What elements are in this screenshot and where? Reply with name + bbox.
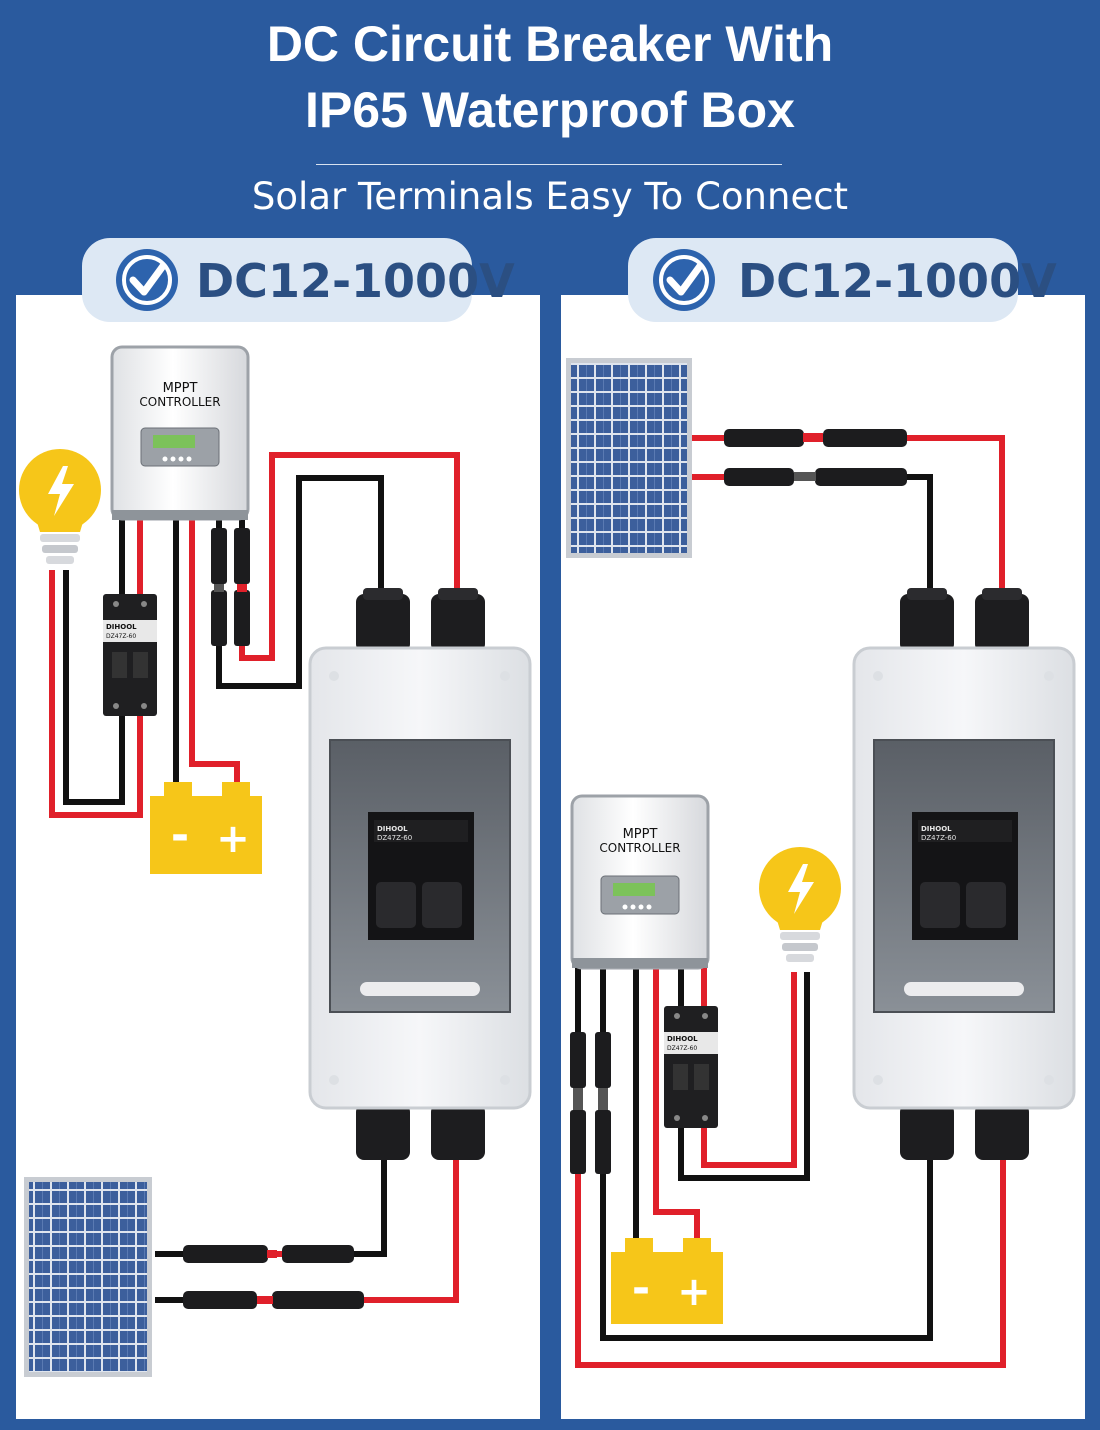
- controller-label: MPPT: [623, 827, 658, 842]
- cable-gland: [900, 588, 1029, 1160]
- voltage-badge-label: DC12-1000V: [196, 254, 515, 308]
- breaker-brand: DIHOOL: [106, 623, 137, 631]
- solar-panel-icon: [566, 358, 692, 558]
- battery-icon: - +: [150, 782, 262, 874]
- mc4-connector-set-right-top: [724, 429, 907, 486]
- controller-label: CONTROLLER: [599, 841, 680, 855]
- breaker-brand: DIHOOL: [377, 825, 408, 833]
- voltage-badge-label: DC12-1000V: [738, 254, 1057, 308]
- title-line-1: DC Circuit Breaker With: [266, 16, 834, 72]
- mc4-connector-set-left-vertical: [211, 528, 250, 646]
- controller-label: MPPT: [163, 381, 198, 396]
- small-breaker-left: DIHOOL DZ47Z-60: [103, 594, 157, 716]
- battery-plus-label: +: [677, 1269, 711, 1315]
- mc4-connector-set-right-vertical: [570, 1032, 611, 1174]
- voltage-badge-left: DC12-1000V: [82, 238, 515, 322]
- breaker-model: DZ47Z-60: [921, 834, 956, 842]
- lightbulb-icon: [19, 449, 101, 564]
- small-breaker-right: DIHOOL DZ47Z-60: [664, 1006, 718, 1128]
- solar-panel-icon: [24, 1177, 152, 1377]
- mppt-controller-left: MPPT CONTROLLER: [110, 345, 250, 521]
- battery-icon: - +: [611, 1238, 723, 1324]
- battery-plus-label: +: [216, 816, 250, 862]
- cable-gland: [356, 588, 485, 1160]
- battery-minus-label: -: [171, 810, 189, 861]
- breaker-model: DZ47Z-60: [106, 633, 136, 640]
- title-line-2: IP65 Waterproof Box: [305, 82, 795, 138]
- lightning-icon: [788, 864, 814, 914]
- voltage-badge-right: DC12-1000V: [628, 238, 1057, 322]
- breaker-brand: DIHOOL: [667, 1035, 698, 1043]
- lightbulb-icon: [759, 847, 841, 962]
- title-divider: [316, 164, 782, 165]
- subtitle: Solar Terminals Easy To Connect: [251, 175, 849, 218]
- breaker-model: DZ47Z-60: [667, 1045, 697, 1052]
- mppt-controller-right: MPPT CONTROLLER: [570, 794, 710, 970]
- check-circle-icon: [116, 249, 178, 311]
- waterproof-box-left: DIHOOL DZ47Z-60: [308, 588, 532, 1160]
- controller-label: CONTROLLER: [139, 395, 220, 409]
- mc4-connector-set-left-bottom: [183, 1245, 364, 1309]
- breaker-model: DZ47Z-60: [377, 834, 412, 842]
- check-circle-icon: [653, 249, 715, 311]
- lightning-icon: [48, 466, 74, 516]
- waterproof-box-right: DIHOOL DZ47Z-60: [852, 588, 1076, 1160]
- breaker-brand: DIHOOL: [921, 825, 952, 833]
- battery-minus-label: -: [632, 1263, 650, 1314]
